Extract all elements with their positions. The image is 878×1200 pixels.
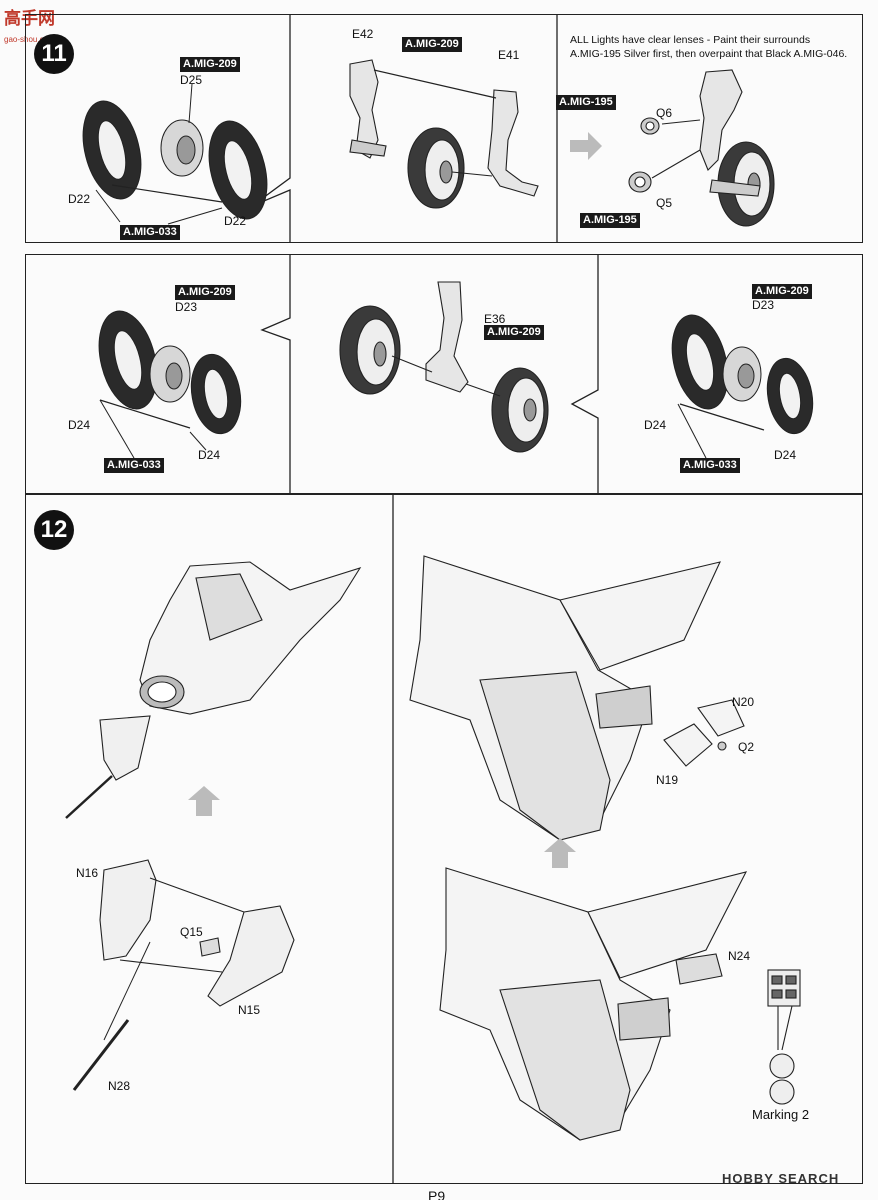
- tail-section-1: [409, 555, 745, 841]
- nose-fuselage: [139, 561, 362, 715]
- part-label: N16: [76, 866, 99, 880]
- nose-cone-halves: [72, 859, 295, 1091]
- part-label: D23: [752, 298, 775, 312]
- paint-code: A.MIG-209: [752, 284, 812, 299]
- part-label: Q6: [656, 106, 673, 120]
- watermark-logo-bottom: HOBBY SEARCH: [722, 1171, 840, 1186]
- nose-gear-leg: [349, 59, 539, 209]
- paint-code: A.MIG-033: [120, 225, 180, 240]
- nose-cone-with-probe: [65, 715, 151, 819]
- tail-section-2: [439, 867, 801, 1141]
- paint-code: A.MIG-195: [556, 95, 616, 110]
- note-line: A.MIG-195 Silver first, then overpaint t…: [570, 48, 848, 60]
- row-step11-lower: [25, 254, 863, 494]
- paint-code: A.MIG-209: [402, 37, 462, 52]
- step-number-12: 12: [34, 510, 74, 550]
- gear-with-lights: [628, 69, 775, 227]
- marking-label: Marking 2: [752, 1107, 810, 1122]
- part-label: E42: [352, 27, 374, 41]
- part-label: N15: [238, 1003, 261, 1017]
- lights-note: ALL Lights have clear lenses - Paint the…: [570, 33, 855, 61]
- part-label: Q5: [656, 196, 673, 210]
- wheel-assembly-2: [98, 310, 242, 459]
- watermark-text: 高手网: [4, 9, 55, 28]
- row-step11-upper: [25, 14, 863, 243]
- part-label: N20: [732, 695, 755, 709]
- paint-code: A.MIG-209: [175, 285, 235, 300]
- paint-code: A.MIG-195: [580, 213, 640, 228]
- part-label: D24: [644, 418, 667, 432]
- part-label: Q2: [738, 740, 755, 754]
- part-label: D24: [198, 448, 221, 462]
- part-label: D23: [175, 300, 198, 314]
- watermark-url: gao-shou.com: [4, 35, 55, 44]
- row-step12: [25, 494, 863, 1184]
- watermark-logo-top: 高手网 gao-shou.com: [4, 4, 55, 47]
- part-label: D24: [774, 448, 797, 462]
- part-label: N19: [656, 773, 679, 787]
- part-label: D22: [224, 214, 247, 228]
- note-line: ALL Lights have clear lenses - Paint the…: [570, 34, 811, 46]
- wheel-assembly-3: [671, 314, 814, 459]
- part-label: Q15: [180, 925, 203, 939]
- part-label: D22: [68, 192, 91, 206]
- part-label: D24: [68, 418, 91, 432]
- up-arrow-2: [544, 838, 576, 868]
- main-gear-leg: [339, 281, 549, 453]
- paint-code: A.MIG-209: [180, 57, 240, 72]
- part-label: D25: [180, 73, 203, 87]
- part-label: N24: [728, 949, 751, 963]
- part-label: E41: [498, 48, 520, 62]
- paint-code: A.MIG-033: [680, 458, 740, 473]
- result-arrow-1: [570, 132, 602, 160]
- part-label: N28: [108, 1079, 131, 1093]
- up-arrow-1: [188, 786, 220, 816]
- part-label: E36: [484, 312, 506, 326]
- paint-code: A.MIG-209: [484, 325, 544, 340]
- step-number-11: 11: [34, 34, 74, 74]
- paint-code: A.MIG-033: [104, 458, 164, 473]
- page-number: P9: [428, 1188, 446, 1200]
- wheel-assembly-1: [82, 83, 268, 225]
